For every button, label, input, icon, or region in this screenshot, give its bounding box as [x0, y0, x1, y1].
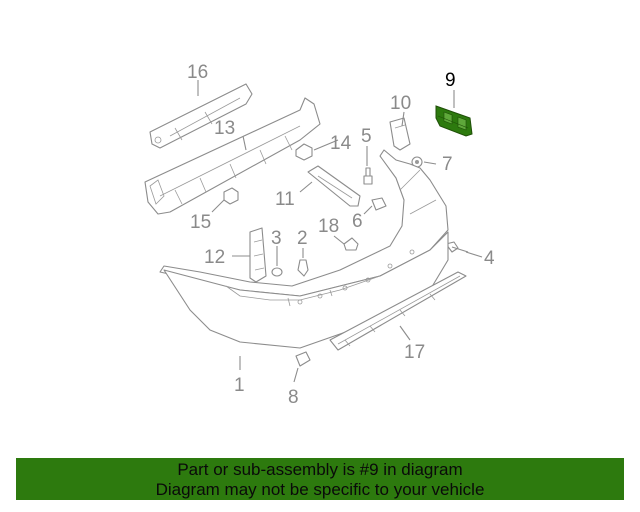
callout-13: 13 — [214, 118, 235, 139]
part-4-screw — [445, 241, 469, 253]
callout-16: 16 — [187, 62, 208, 83]
part-12-bracket — [249, 227, 267, 283]
callout-3: 3 — [271, 228, 282, 249]
part-14-clip — [295, 143, 313, 161]
leader-lines — [197, 80, 483, 383]
part-5-bolt — [363, 167, 373, 185]
part-6-bolt — [371, 197, 387, 211]
part-9-bracket-highlighted — [435, 105, 473, 137]
callout-1: 1 — [234, 375, 245, 396]
callout-12: 12 — [204, 247, 225, 268]
callout-5: 5 — [361, 126, 372, 147]
part-17-moulding — [329, 271, 467, 351]
part-8-clip — [295, 351, 311, 367]
callout-17: 17 — [404, 342, 425, 363]
notice-banner: Part or sub-assembly is #9 in diagram Di… — [16, 458, 624, 500]
part-3-grommet — [271, 267, 283, 277]
banner-line-2: Diagram may not be specific to your vehi… — [155, 480, 485, 499]
part-16-bracket — [149, 83, 253, 149]
callout-4: 4 — [484, 248, 495, 269]
callout-labels: 16 13 14 15 5 10 9 7 11 6 18 12 3 2 4 1 … — [187, 62, 495, 408]
part-13-beam — [144, 97, 321, 215]
banner-line-1: Part or sub-assembly is #9 in diagram — [177, 460, 463, 479]
callout-8: 8 — [288, 387, 299, 408]
part-2-clip — [297, 259, 309, 277]
part-15-clip — [223, 187, 239, 205]
callout-11: 11 — [275, 189, 295, 210]
callout-7: 7 — [442, 154, 453, 175]
part-18-clip — [343, 237, 359, 251]
callout-9: 9 — [445, 70, 456, 91]
callout-14: 14 — [330, 133, 352, 154]
callout-18: 18 — [318, 216, 339, 237]
callout-10: 10 — [390, 93, 411, 114]
parts-diagram: 16 13 14 15 5 10 9 7 11 6 18 12 3 2 4 1 … — [144, 62, 495, 408]
part-11-bracket — [307, 165, 361, 207]
callout-15: 15 — [190, 212, 211, 233]
callout-6: 6 — [352, 211, 363, 232]
part-10-bracket — [389, 117, 411, 151]
callout-2: 2 — [297, 228, 308, 249]
